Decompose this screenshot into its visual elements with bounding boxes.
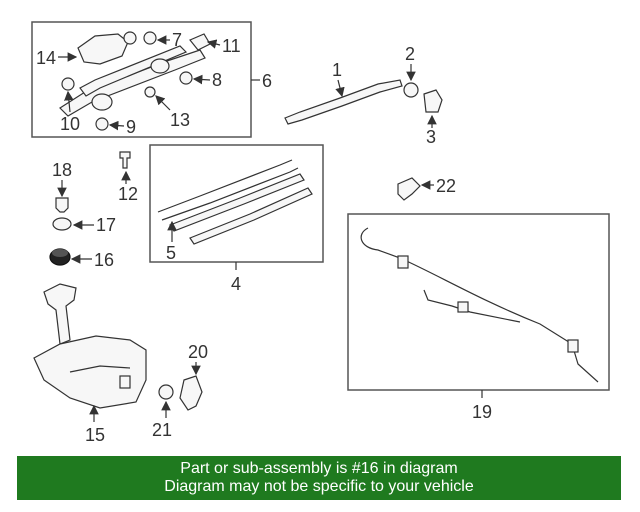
arm-nut bbox=[403, 82, 419, 98]
banner-line-2: Diagram may not be specific to your vehi… bbox=[164, 478, 474, 495]
callout-8: 8 bbox=[212, 70, 222, 90]
callout-12: 12 bbox=[118, 184, 138, 204]
info-banner: Part or sub-assembly is #16 in diagram D… bbox=[17, 456, 621, 500]
callout-6: 6 bbox=[262, 71, 272, 91]
washer-nozzle bbox=[397, 177, 421, 201]
callout-11: 11 bbox=[222, 36, 241, 56]
arm-cap bbox=[423, 89, 443, 113]
pump-part-18 bbox=[55, 197, 69, 213]
callout-16: 16 bbox=[94, 250, 114, 270]
washer-hose-box bbox=[347, 213, 610, 391]
callout-13: 13 bbox=[170, 110, 190, 130]
parts-diagram: 6 14 7 11 8 10 9 13 1 2 3 5 4 12 18 17 bbox=[31, 21, 610, 445]
callout-19: 19 bbox=[472, 402, 492, 422]
callout-5: 5 bbox=[166, 243, 176, 263]
level-sensor-20 bbox=[179, 375, 203, 411]
callout-10: 10 bbox=[60, 114, 80, 134]
callout-18: 18 bbox=[52, 160, 72, 180]
callout-22: 22 bbox=[436, 176, 456, 196]
callout-4: 4 bbox=[231, 274, 241, 294]
callout-1: 1 bbox=[332, 60, 342, 80]
callout-15: 15 bbox=[85, 425, 105, 445]
callout-3: 3 bbox=[426, 127, 436, 147]
callout-20: 20 bbox=[188, 342, 208, 362]
washer-reservoir bbox=[33, 283, 147, 409]
linkage-assembly-box bbox=[31, 21, 252, 138]
callout-2: 2 bbox=[405, 44, 415, 64]
grommet-17 bbox=[52, 217, 72, 231]
wiper-blade-box bbox=[149, 144, 324, 263]
pump-seal-21 bbox=[158, 384, 174, 400]
callout-17: 17 bbox=[96, 215, 116, 235]
callout-21: 21 bbox=[152, 420, 172, 440]
callout-14: 14 bbox=[36, 48, 56, 68]
wiper-arm bbox=[284, 79, 403, 125]
bolt-12 bbox=[119, 151, 131, 169]
banner-line-1: Part or sub-assembly is #16 in diagram bbox=[180, 460, 458, 477]
highlighted-part-16 bbox=[49, 248, 71, 266]
callout-9: 9 bbox=[126, 117, 136, 137]
callout-7: 7 bbox=[172, 30, 182, 50]
